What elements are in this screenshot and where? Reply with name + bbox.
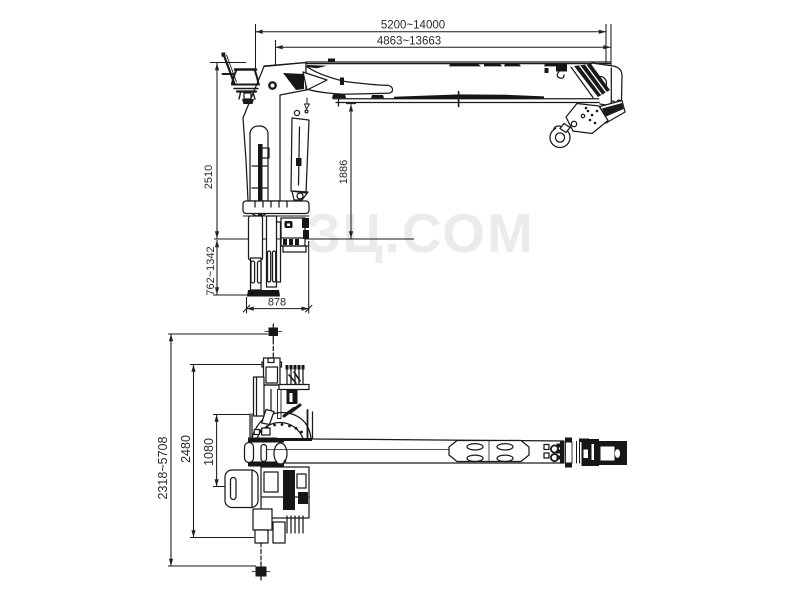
svg-text:5200~14000: 5200~14000 [381,20,445,32]
svg-text:ЗЦ.СОМ: ЗЦ.СОМ [306,202,535,264]
svg-text:1886: 1886 [338,160,350,184]
svg-text:1080: 1080 [202,438,216,466]
svg-text:878: 878 [268,297,286,309]
svg-text:2510: 2510 [203,165,215,189]
svg-text:762~1342: 762~1342 [205,246,217,295]
svg-text:2480: 2480 [179,435,193,463]
svg-text:2318~5708: 2318~5708 [156,436,170,499]
svg-text:4863~13663: 4863~13663 [377,36,441,48]
